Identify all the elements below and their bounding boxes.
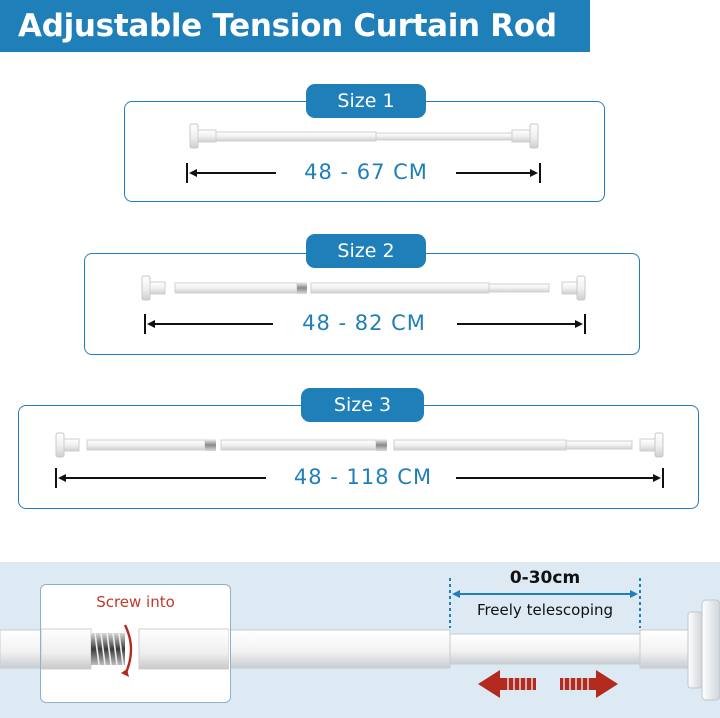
size-3-tab: Size 3 xyxy=(301,388,424,422)
telescoping-caption: Freely telescoping xyxy=(476,601,614,619)
size-2-dimension-line xyxy=(144,314,586,334)
size-2-box xyxy=(84,253,640,355)
right-arrow-icon xyxy=(560,670,618,698)
size-1-range: 48 - 67 CM xyxy=(304,160,428,184)
page-title: Adjustable Tension Curtain Rod xyxy=(0,0,590,52)
screw-detail-box xyxy=(40,584,231,703)
size-2-rod xyxy=(141,275,586,301)
size-1-rod xyxy=(189,123,539,149)
size-1-dimension-line xyxy=(186,163,541,183)
telescoping-range-label: 0-30cm xyxy=(509,568,581,588)
left-arrow-icon xyxy=(478,670,536,698)
size-3-range: 48 - 118 CM xyxy=(293,465,433,489)
size-2-tab: Size 2 xyxy=(306,234,426,268)
size-2-range: 48 - 82 CM xyxy=(302,311,426,335)
size-3-rod xyxy=(55,432,664,458)
size-3-box xyxy=(18,405,699,509)
rod-drawings xyxy=(55,123,664,488)
size-1-tab: Size 1 xyxy=(306,84,426,118)
screw-thread-drawing xyxy=(41,624,229,677)
size-3-dimension-line xyxy=(55,468,664,488)
screw-label: Screw into xyxy=(96,593,175,611)
